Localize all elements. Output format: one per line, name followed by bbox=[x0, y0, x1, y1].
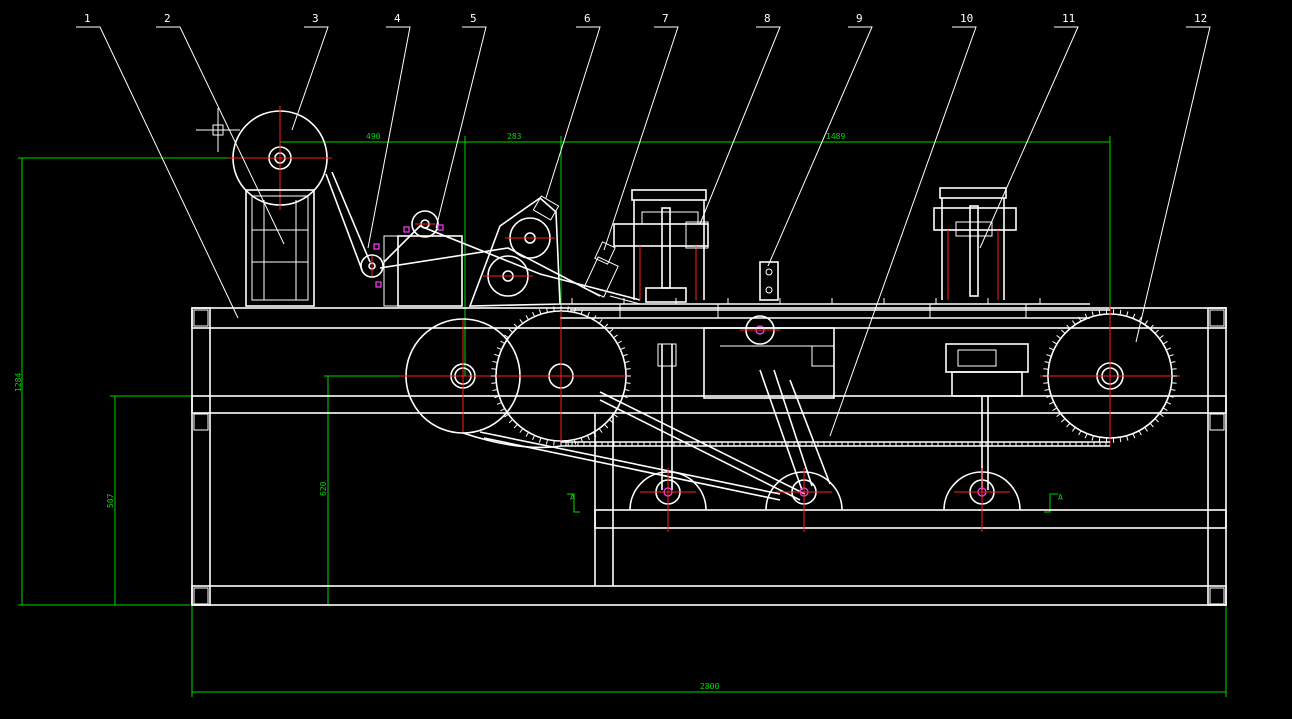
belts bbox=[480, 344, 1028, 500]
part-label-1: 1 bbox=[84, 12, 91, 25]
section-mark-left: A bbox=[570, 493, 575, 502]
part-label-8: 8 bbox=[764, 12, 771, 25]
cutter-cylinder bbox=[584, 242, 640, 304]
part-label-6: 6 bbox=[584, 12, 591, 25]
unwind-reel bbox=[196, 106, 332, 306]
dimension-lines bbox=[18, 136, 1226, 697]
part-label-4: 4 bbox=[394, 12, 401, 25]
machine-frame bbox=[192, 308, 1226, 605]
part-number-labels: 1 2 3 4 5 6 7 8 9 10 11 12 bbox=[84, 12, 1207, 25]
dimension-texts: 490 283 1489 1284 507 620 2800 A A bbox=[14, 132, 1063, 691]
drive-pulleys bbox=[400, 306, 631, 446]
dim-top-a: 490 bbox=[366, 132, 381, 141]
press-station-2 bbox=[930, 188, 1026, 318]
part-label-9: 9 bbox=[856, 12, 863, 25]
drive-chain bbox=[463, 310, 1110, 447]
part-label-5: 5 bbox=[470, 12, 477, 25]
lower-wheel-1 bbox=[630, 468, 706, 532]
part-label-12: 12 bbox=[1194, 12, 1207, 25]
part-label-3: 3 bbox=[312, 12, 319, 25]
dim-left-height: 507 bbox=[106, 493, 115, 508]
part-label-2: 2 bbox=[164, 12, 171, 25]
lower-wheels bbox=[630, 468, 1020, 532]
dim-top-c: 1489 bbox=[826, 132, 845, 141]
film-web bbox=[326, 172, 640, 300]
part-label-10: 10 bbox=[960, 12, 973, 25]
dim-mid-height: 620 bbox=[319, 481, 328, 496]
guide-rollers bbox=[361, 211, 462, 306]
right-sprocket bbox=[1040, 306, 1180, 446]
section-mark-right: A bbox=[1058, 493, 1063, 502]
dim-overall-height: 1284 bbox=[14, 373, 23, 392]
sensor-bracket bbox=[704, 262, 834, 398]
dim-top-b: 283 bbox=[507, 132, 522, 141]
lower-wheel-3 bbox=[944, 468, 1020, 532]
part-label-7: 7 bbox=[662, 12, 669, 25]
dim-overall-length: 2800 bbox=[700, 682, 719, 691]
part-label-11: 11 bbox=[1062, 12, 1075, 25]
press-station-1 bbox=[614, 190, 718, 318]
